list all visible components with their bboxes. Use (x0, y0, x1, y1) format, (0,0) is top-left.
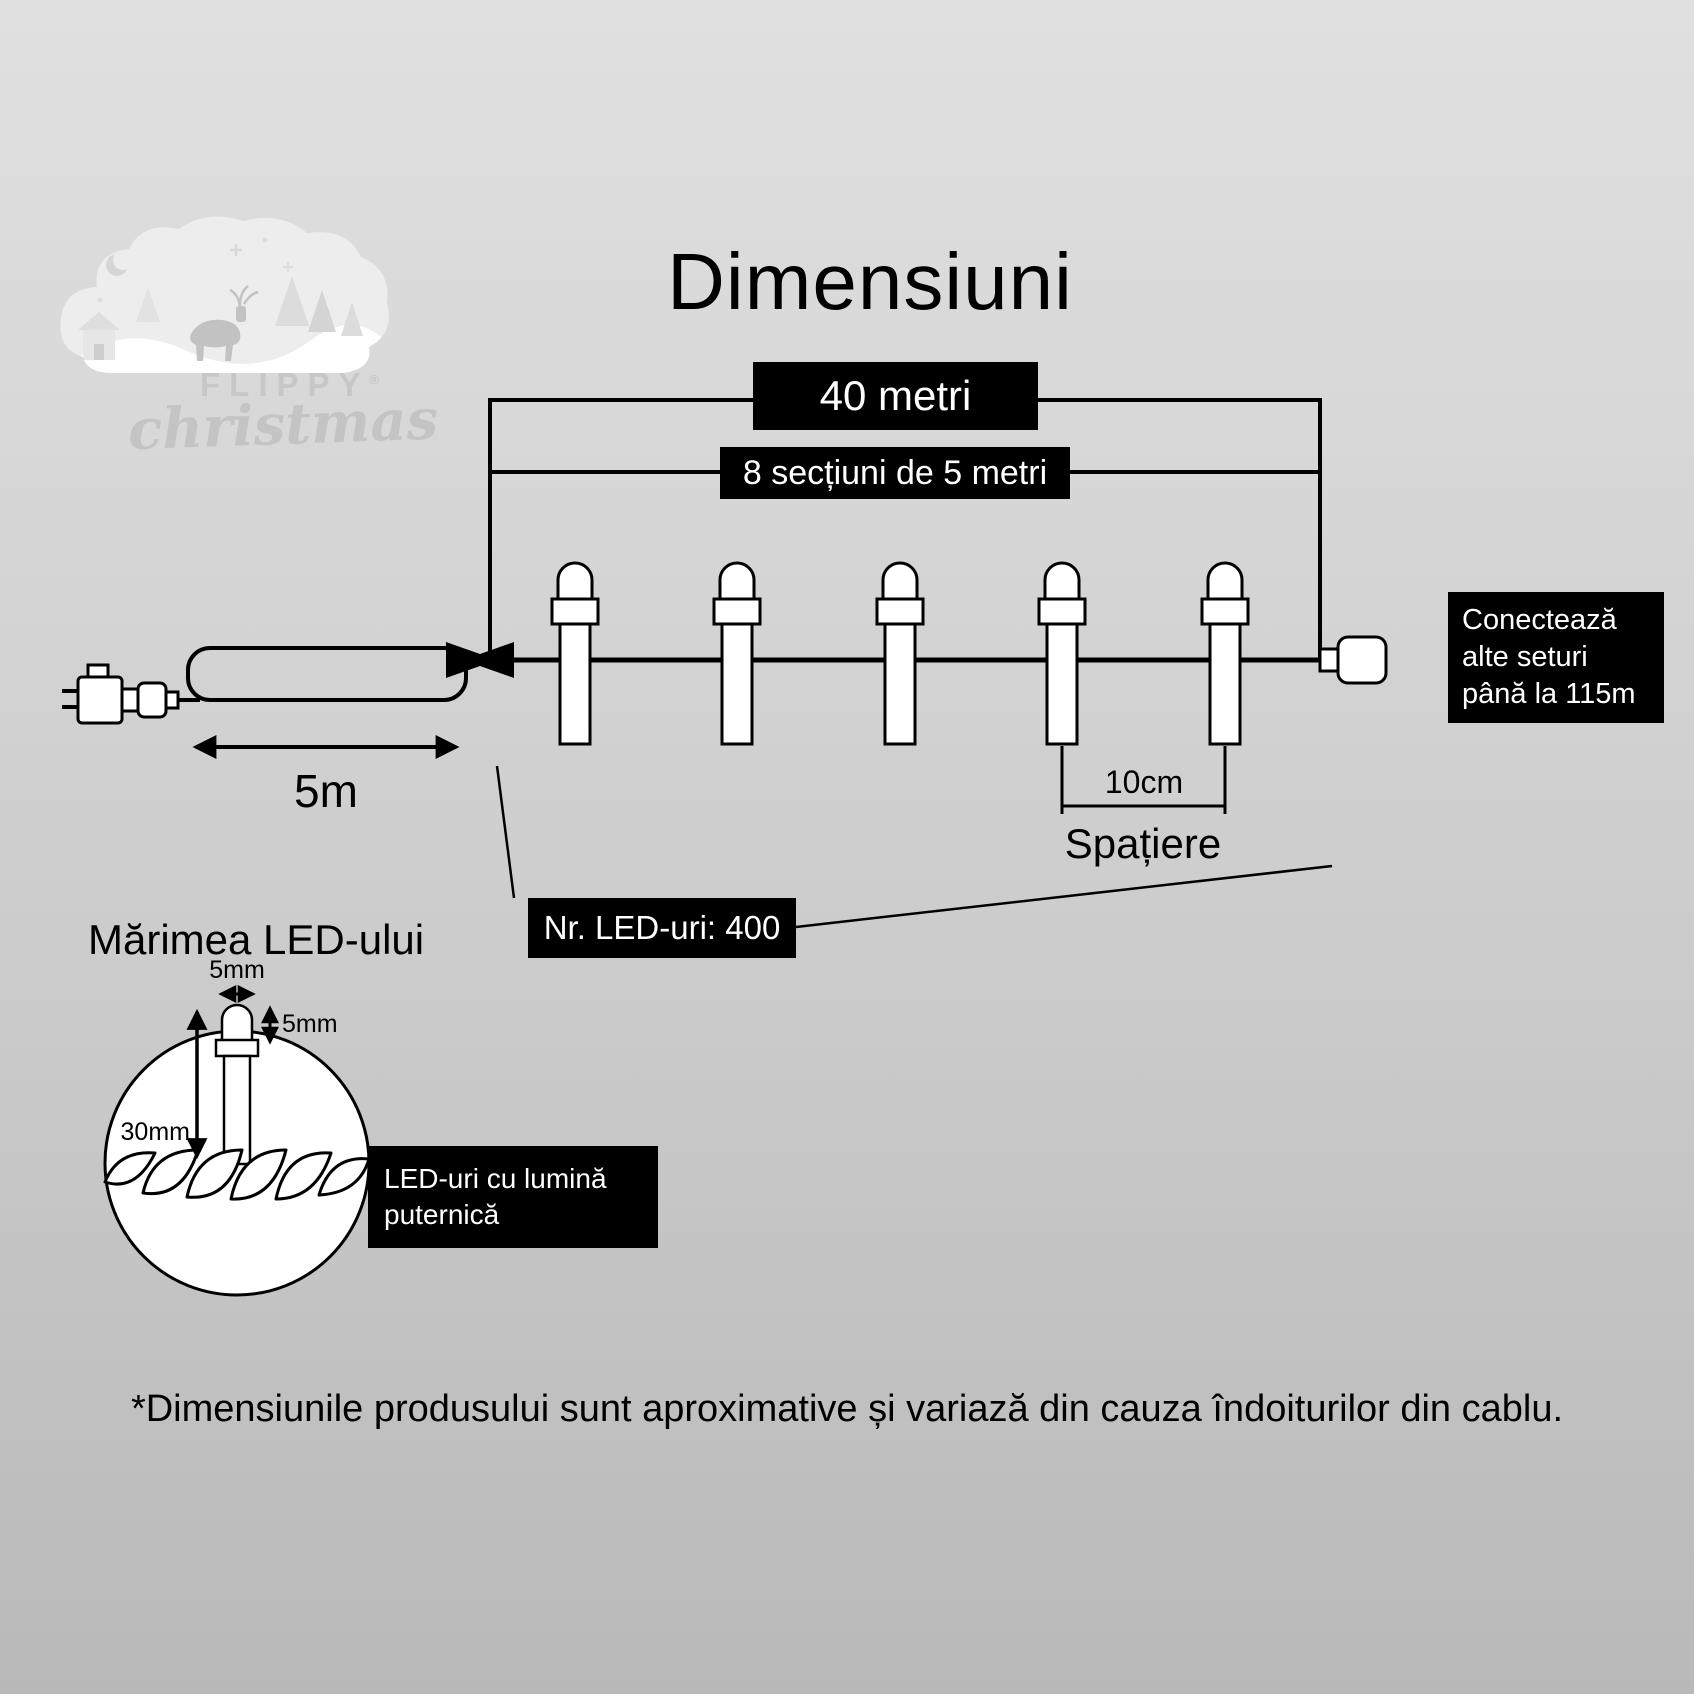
spacing-value-label: 10cm (1104, 764, 1184, 800)
led-dimension-arrows (186, 985, 279, 1160)
led-size-heading: Mărimea LED-ului (88, 916, 425, 963)
page-title: Dimensiuni (667, 237, 1073, 326)
footnote: *Dimensiunile produsului sunt aproximati… (130, 1388, 1564, 1430)
sections-badge: 8 secțiuni de 5 metri (720, 447, 1070, 499)
led-bulb-icon (550, 561, 1250, 746)
junction-connector-icon (446, 642, 514, 678)
led-detail-icon (214, 1003, 260, 1166)
lead-length-label: 5m (294, 765, 358, 817)
twisted-wire-icon (103, 1148, 371, 1201)
bulb-width-label: 5mm (209, 956, 265, 984)
bulb-height-label: 5mm (282, 1010, 338, 1038)
bulb-length-label: 30mm (120, 1118, 190, 1146)
power-plug-icon (62, 663, 180, 725)
logo-scene-icon (60, 216, 389, 373)
logo-brand: FLIPPY® (200, 366, 380, 403)
bright-led-callout: LED-uri cu lumină puternică (368, 1146, 658, 1248)
registered-mark: ® (369, 372, 380, 387)
connect-note-badge: Conectează alte seturi până la 115m (1448, 592, 1664, 723)
led-count-badge: Nr. LED-uri: 400 (528, 898, 796, 958)
lead-cable (178, 646, 468, 702)
leader-lines (495, 765, 1333, 929)
spacing-caption: Spațiere (1064, 820, 1222, 867)
spacing-bracket (1060, 746, 1227, 814)
logo-script: christmas (126, 386, 440, 464)
total-length-badge: 40 metri (753, 362, 1038, 430)
extension-connector-icon (1318, 635, 1388, 685)
